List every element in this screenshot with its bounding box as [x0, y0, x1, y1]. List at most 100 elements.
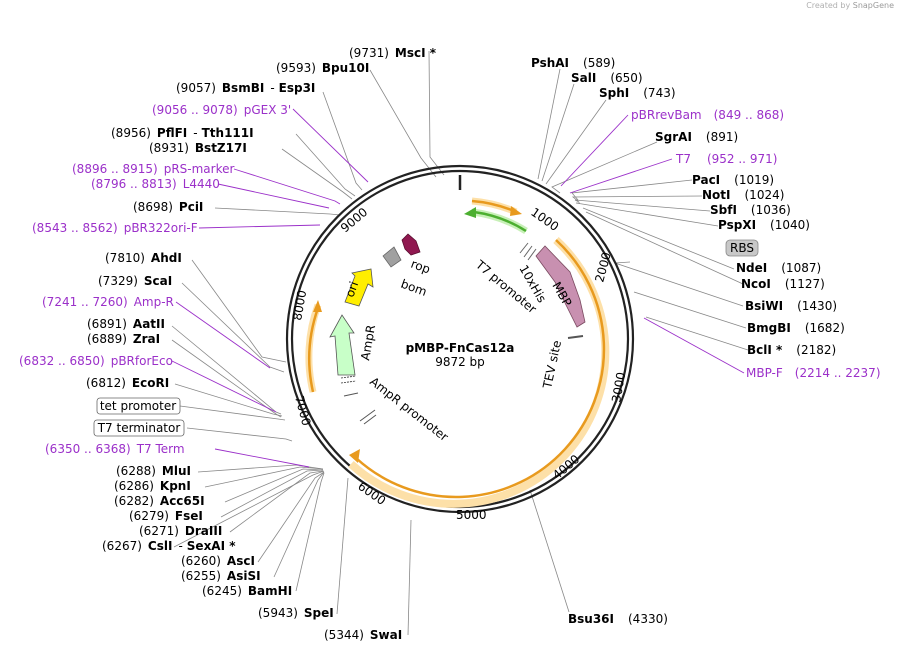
- site-labels-left: (9731)MscI * (9593)Bpu10I (9057)BsmBI-Es…: [86, 46, 437, 642]
- primer-range: (9056 .. 9078): [152, 103, 238, 117]
- site-extra: Tth111I: [202, 126, 254, 140]
- svg-text:(8931)BstZ17I: (8931)BstZ17I: [149, 141, 247, 155]
- t7-terminator-box: [93, 419, 185, 437]
- tick-label: 2000: [592, 251, 613, 284]
- primer-leader-lines: [171, 108, 745, 468]
- ampr-promoter-marks: [340, 375, 357, 384]
- tet-promoter-box: [96, 397, 181, 415]
- green-arrow-head: [464, 207, 476, 218]
- ampr-label: AmpR: [358, 324, 378, 362]
- ori-label: ori: [343, 280, 361, 299]
- svg-text:T7(952 .. 971): T7 (952 .. 971): [675, 152, 777, 166]
- cas12a-arc: [355, 239, 606, 499]
- svg-text:(7241 .. 7260)Amp-R: (7241 .. 7260)Amp-R: [42, 295, 174, 309]
- svg-text:NotI(1024): NotI(1024): [702, 188, 784, 202]
- svg-text:(8896 .. 8915)pRS-marker: (8896 .. 8915)pRS-marker: [72, 162, 234, 176]
- svg-text:(6267)CslI-SexAI *: (6267)CslI-SexAI *: [102, 539, 236, 553]
- site-pos: (891): [706, 130, 738, 144]
- svg-text:(8543 .. 8562)pBR322ori-F: (8543 .. 8562)pBR322ori-F: [32, 221, 198, 235]
- credit-brand: SnapGene: [852, 1, 894, 10]
- primer-range: (849 .. 868): [714, 108, 784, 122]
- site-name: KpnI: [160, 479, 191, 493]
- site-name: ZraI: [133, 332, 160, 346]
- svg-text:(8956)PflFI-Tth111I: (8956)PflFI-Tth111I: [111, 126, 254, 140]
- site-name: PspXI: [718, 218, 756, 232]
- site-name: MscI *: [395, 46, 437, 60]
- site-name: NdeI: [736, 261, 767, 275]
- svg-text:pBRrevBam(849 .. 868): pBRrevBam(849 .. 868): [631, 108, 784, 122]
- svg-text:(5344)SwaI: (5344)SwaI: [324, 628, 402, 642]
- site-pos: (1019): [734, 173, 774, 187]
- site-name: BclI *: [747, 343, 783, 357]
- site-extra: SexAI *: [187, 539, 236, 553]
- site-pos: (8931): [149, 141, 189, 155]
- primer-range: (2214 .. 2237): [795, 366, 881, 380]
- site-name: AhdI: [151, 251, 182, 265]
- svg-text:SgrAI(891): SgrAI (891): [655, 130, 738, 144]
- mbp-arrow: [535, 245, 586, 328]
- tick-label: 1000: [528, 205, 561, 234]
- site-pos: (1087): [781, 261, 821, 275]
- svg-text:(6812)EcoRI: (6812)EcoRI: [86, 376, 169, 390]
- site-pos: (6286): [114, 479, 154, 493]
- site-name: CslI: [148, 539, 173, 553]
- site-name: SphI: [599, 86, 629, 100]
- svg-text:(6889)ZraI: (6889)ZraI: [87, 332, 160, 346]
- svg-text:(6255)AsiSI: (6255)AsiSI: [181, 569, 261, 583]
- rop-label: rop: [409, 257, 432, 277]
- svg-text:PspXI(1040): PspXI (1040): [718, 218, 810, 232]
- site-name: BamHI: [248, 584, 292, 598]
- svg-text:MBP-F(2214 .. 2237): MBP-F(2214 .. 2237): [746, 366, 881, 380]
- green-arc-glow: [471, 208, 528, 234]
- boxed-labels: RBS tet promoter T7 terminator: [93, 239, 759, 437]
- svg-text:(9057)BsmBI-Esp3I: (9057)BsmBI-Esp3I: [176, 81, 315, 95]
- site-name: Acc65I: [160, 494, 205, 508]
- site-name: NcoI: [741, 277, 771, 291]
- snapgene-credit: Created by SnapGene: [806, 1, 894, 10]
- primer-name: pBRforEco: [111, 354, 173, 368]
- site-name: SpeI: [304, 606, 334, 620]
- site-name: SgrAI: [655, 130, 692, 144]
- site-name: MluI: [162, 464, 191, 478]
- site-name: PflFI: [157, 126, 187, 140]
- tick-label: 8000: [290, 289, 309, 322]
- site-name: DraIII: [185, 524, 222, 538]
- primer-range: (6350 .. 6368): [45, 442, 131, 456]
- site-pos: (6279): [129, 509, 169, 523]
- site-pos: (6891): [87, 317, 127, 331]
- site-labels-right: Bsu36I(4330) PshAI(589) SalI(650) SphI(7…: [531, 56, 845, 626]
- tick-label: 7000: [292, 394, 313, 427]
- primer-name: T7: [675, 152, 691, 166]
- svg-text:(9731)MscI *: (9731)MscI *: [349, 46, 437, 60]
- svg-text:NdeI(1087): NdeI (1087): [736, 261, 821, 275]
- svg-text:NcoI(1127): NcoI(1127): [741, 277, 825, 291]
- site-name: AatII: [133, 317, 165, 331]
- site-name: BmgBI: [747, 321, 791, 335]
- primer-range: (6832 .. 6850): [19, 354, 105, 368]
- primer-range: (8896 .. 8915): [72, 162, 158, 176]
- rbs-label: RBS: [730, 241, 754, 255]
- site-pos: (1040): [770, 218, 810, 232]
- site-pos: (8956): [111, 126, 151, 140]
- svg-text:(6288)MluI: (6288)MluI: [116, 464, 191, 478]
- site-pos: (4330): [628, 612, 668, 626]
- svg-text:(9593)Bpu10I: (9593)Bpu10I: [276, 61, 369, 75]
- site-pos: (1430): [797, 299, 837, 313]
- primer-range: (952 .. 971): [707, 152, 777, 166]
- site-name: ScaI: [144, 274, 172, 288]
- site-pos: (9593): [276, 61, 316, 75]
- tev-label: TEV site: [540, 339, 564, 390]
- svg-text:PshAI(589): PshAI(589): [531, 56, 615, 70]
- primer-name: Amp-R: [134, 295, 174, 309]
- svg-text:(6271)DraIII: (6271)DraIII: [139, 524, 222, 538]
- site-pos: (6245): [202, 584, 242, 598]
- svg-text:(6260)AscI: (6260)AscI: [181, 554, 255, 568]
- green-arc: [473, 210, 527, 233]
- svg-text:(5943)SpeI: (5943)SpeI: [258, 606, 334, 620]
- left-orange-arrow-head: [313, 300, 322, 312]
- plasmid-size: 9872 bp: [435, 355, 485, 369]
- svg-text:SbfI(1036): SbfI(1036): [710, 203, 791, 217]
- svg-text:(6350 .. 6368)T7 Term: (6350 .. 6368)T7 Term: [45, 442, 185, 456]
- site-name: BsiWI: [745, 299, 783, 313]
